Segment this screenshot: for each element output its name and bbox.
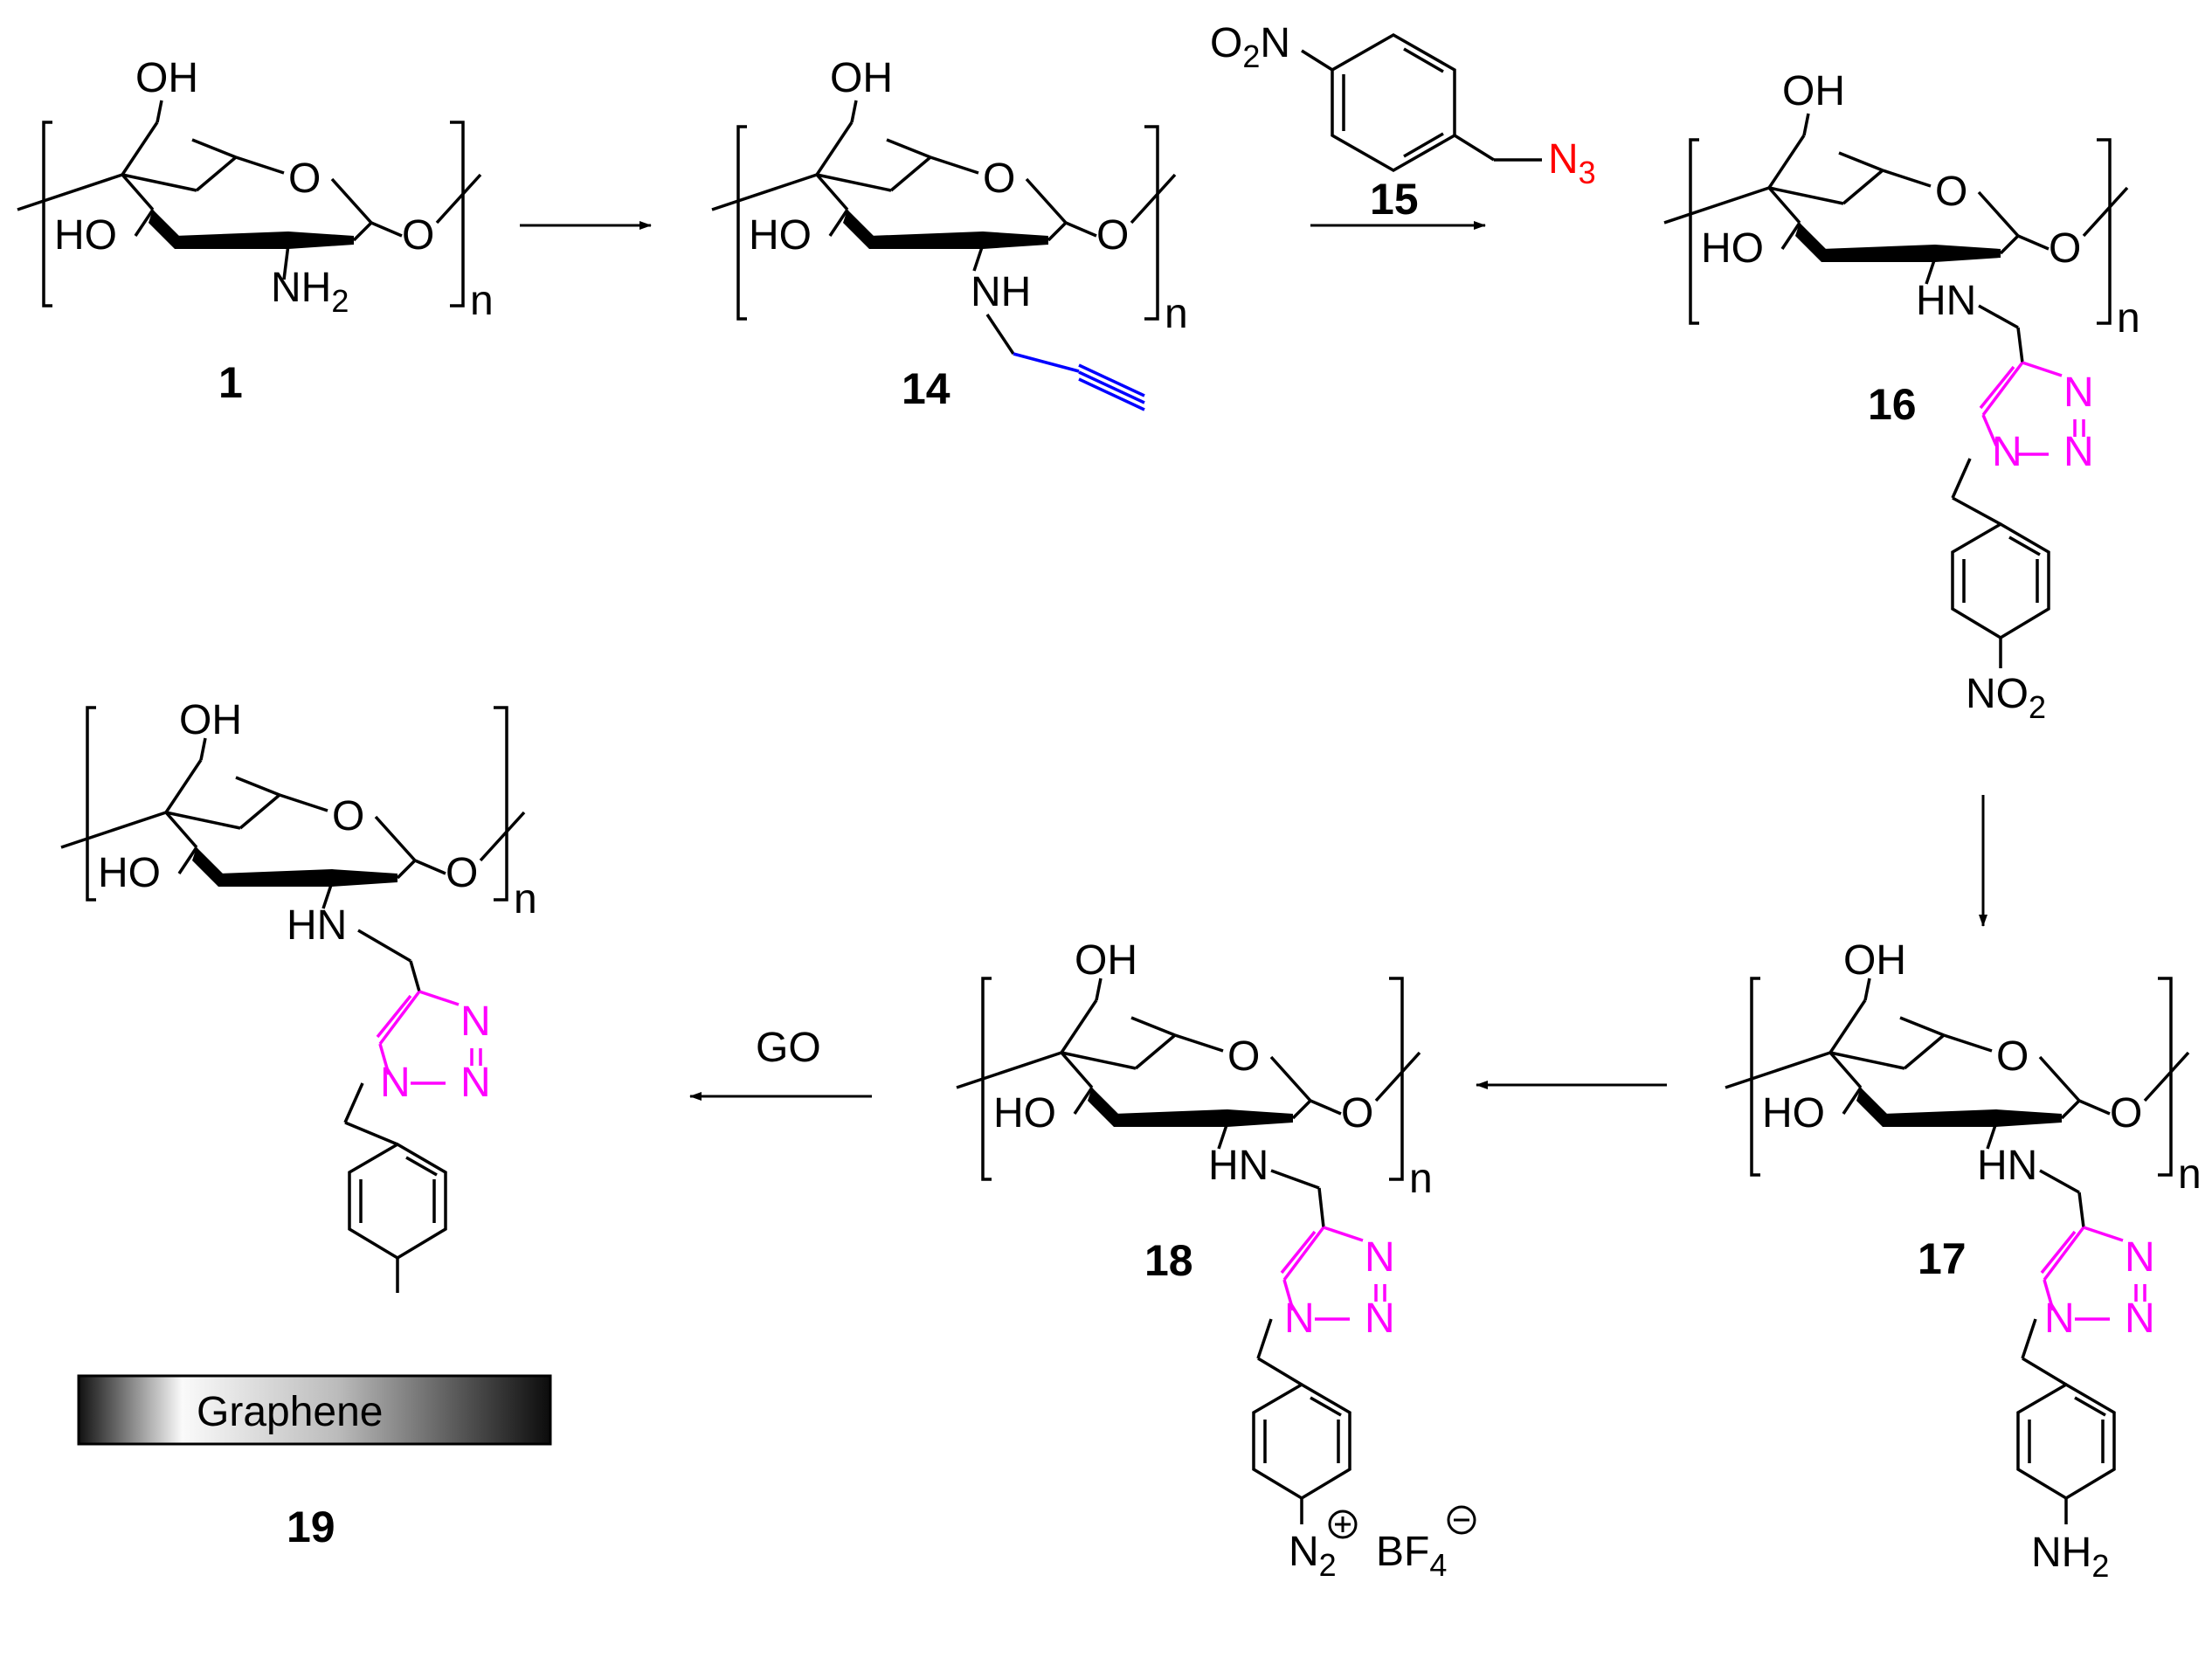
atom-o-ring: O [1935,169,1967,215]
compound-1-structure: OH O HO O NH2 n [17,55,494,324]
compound-16-structure: OH O HO O HN n N N N NO2 [1663,68,2140,725]
atom-oh: OH [830,55,893,101]
atom-o-glycosidic: O [446,850,478,896]
compound-17-structure: OH O HO O HN n N N N NH2 [1725,937,2202,1584]
atom-azide-n3: N3 [1548,136,1596,190]
plus-charge-icon [1328,1510,1358,1539]
compound-14-structure: OH O HO O NH n [711,55,1188,411]
atom-triazole-n1: N [1284,1295,1315,1342]
atom-nh: NH [971,269,1031,315]
atom-hn: HN [1208,1143,1268,1189]
atom-o-glycosidic: O [2049,225,2081,272]
atom-ho: HO [993,1090,1056,1136]
graphene-label: Graphene [197,1389,384,1435]
atom-o-glycosidic: O [1096,212,1129,259]
atom-oh: OH [135,55,198,101]
alkyne-group [1013,352,1145,411]
triazole-ring [1280,1226,1386,1321]
atom-triazole-n2: N [2125,1295,2155,1342]
atom-o2n: O2N [1210,20,1290,74]
atom-ho: HO [1762,1090,1825,1136]
atom-oh: OH [1075,937,1137,984]
atom-hn: HN [287,902,347,949]
atom-nh2: NH2 [2031,1530,2109,1584]
repeat-n: n [470,278,494,324]
atom-oh: OH [1782,68,1845,114]
atom-ho: HO [54,212,117,259]
atom-triazole-n3: N [1365,1234,1395,1281]
reagent-15-structure: O2N N3 [1210,20,1596,190]
atom-bf4: BF4 [1376,1529,1447,1583]
atom-nh2: NH2 [271,265,349,319]
minus-charge-icon [1447,1505,1476,1535]
triazole-ring [1979,361,2085,456]
compound-label-19: 19 [287,1503,335,1551]
graphene-sheet: Graphene [77,1374,552,1446]
compound-label-17: 17 [1918,1234,1967,1283]
repeat-n: n [1165,291,1188,337]
atom-o-glycosidic: O [402,212,434,259]
atom-triazole-n1: N [380,1060,411,1106]
reagent-go: GO [756,1025,821,1071]
atom-triazole-n3: N [2063,370,2094,416]
atom-o-glycosidic: O [1341,1090,1373,1136]
atom-o-ring: O [1227,1033,1260,1080]
atom-hn: HN [1916,278,1976,324]
atom-triazole-n2: N [1365,1295,1395,1342]
compound-18-structure: OH O HO O HN n N N N N2 BF4 [956,937,1476,1583]
repeat-n: n [1409,1156,1433,1202]
reagent-label-15: 15 [1370,175,1419,224]
atom-o-glycosidic: O [2110,1090,2142,1136]
repeat-n: n [2117,295,2140,342]
atom-o-ring: O [288,155,321,202]
atom-ho: HO [749,212,812,259]
atom-o-ring: O [332,793,364,839]
atom-ho: HO [1701,225,1764,272]
atom-oh: OH [1843,937,1906,984]
atom-triazole-n1: N [2044,1295,2075,1342]
compound-label-18: 18 [1144,1236,1193,1285]
repeat-n: n [2178,1151,2202,1198]
compound-label-14: 14 [902,364,950,413]
atom-oh: OH [179,697,242,743]
atom-hn: HN [1977,1143,2037,1189]
atom-diazonium: N2 [1289,1529,1337,1583]
atom-ho: HO [98,850,161,896]
compound-label-16: 16 [1868,380,1917,429]
atom-o-ring: O [983,155,1015,202]
atom-triazole-n1: N [1992,429,2022,475]
atom-triazole-n2: N [460,1060,491,1106]
atom-triazole-n2: N [2063,429,2094,475]
atom-triazole-n3: N [460,998,491,1045]
triazole-ring [376,990,482,1085]
atom-triazole-n3: N [2125,1234,2155,1281]
repeat-n: n [514,876,537,922]
compound-label-1: 1 [218,358,243,407]
atom-no2: NO2 [1966,671,2046,725]
triazole-ring [2040,1226,2146,1321]
atom-o-ring: O [1996,1033,2029,1080]
compound-19-structure: OH O HO O HN n N N N [60,697,537,1293]
